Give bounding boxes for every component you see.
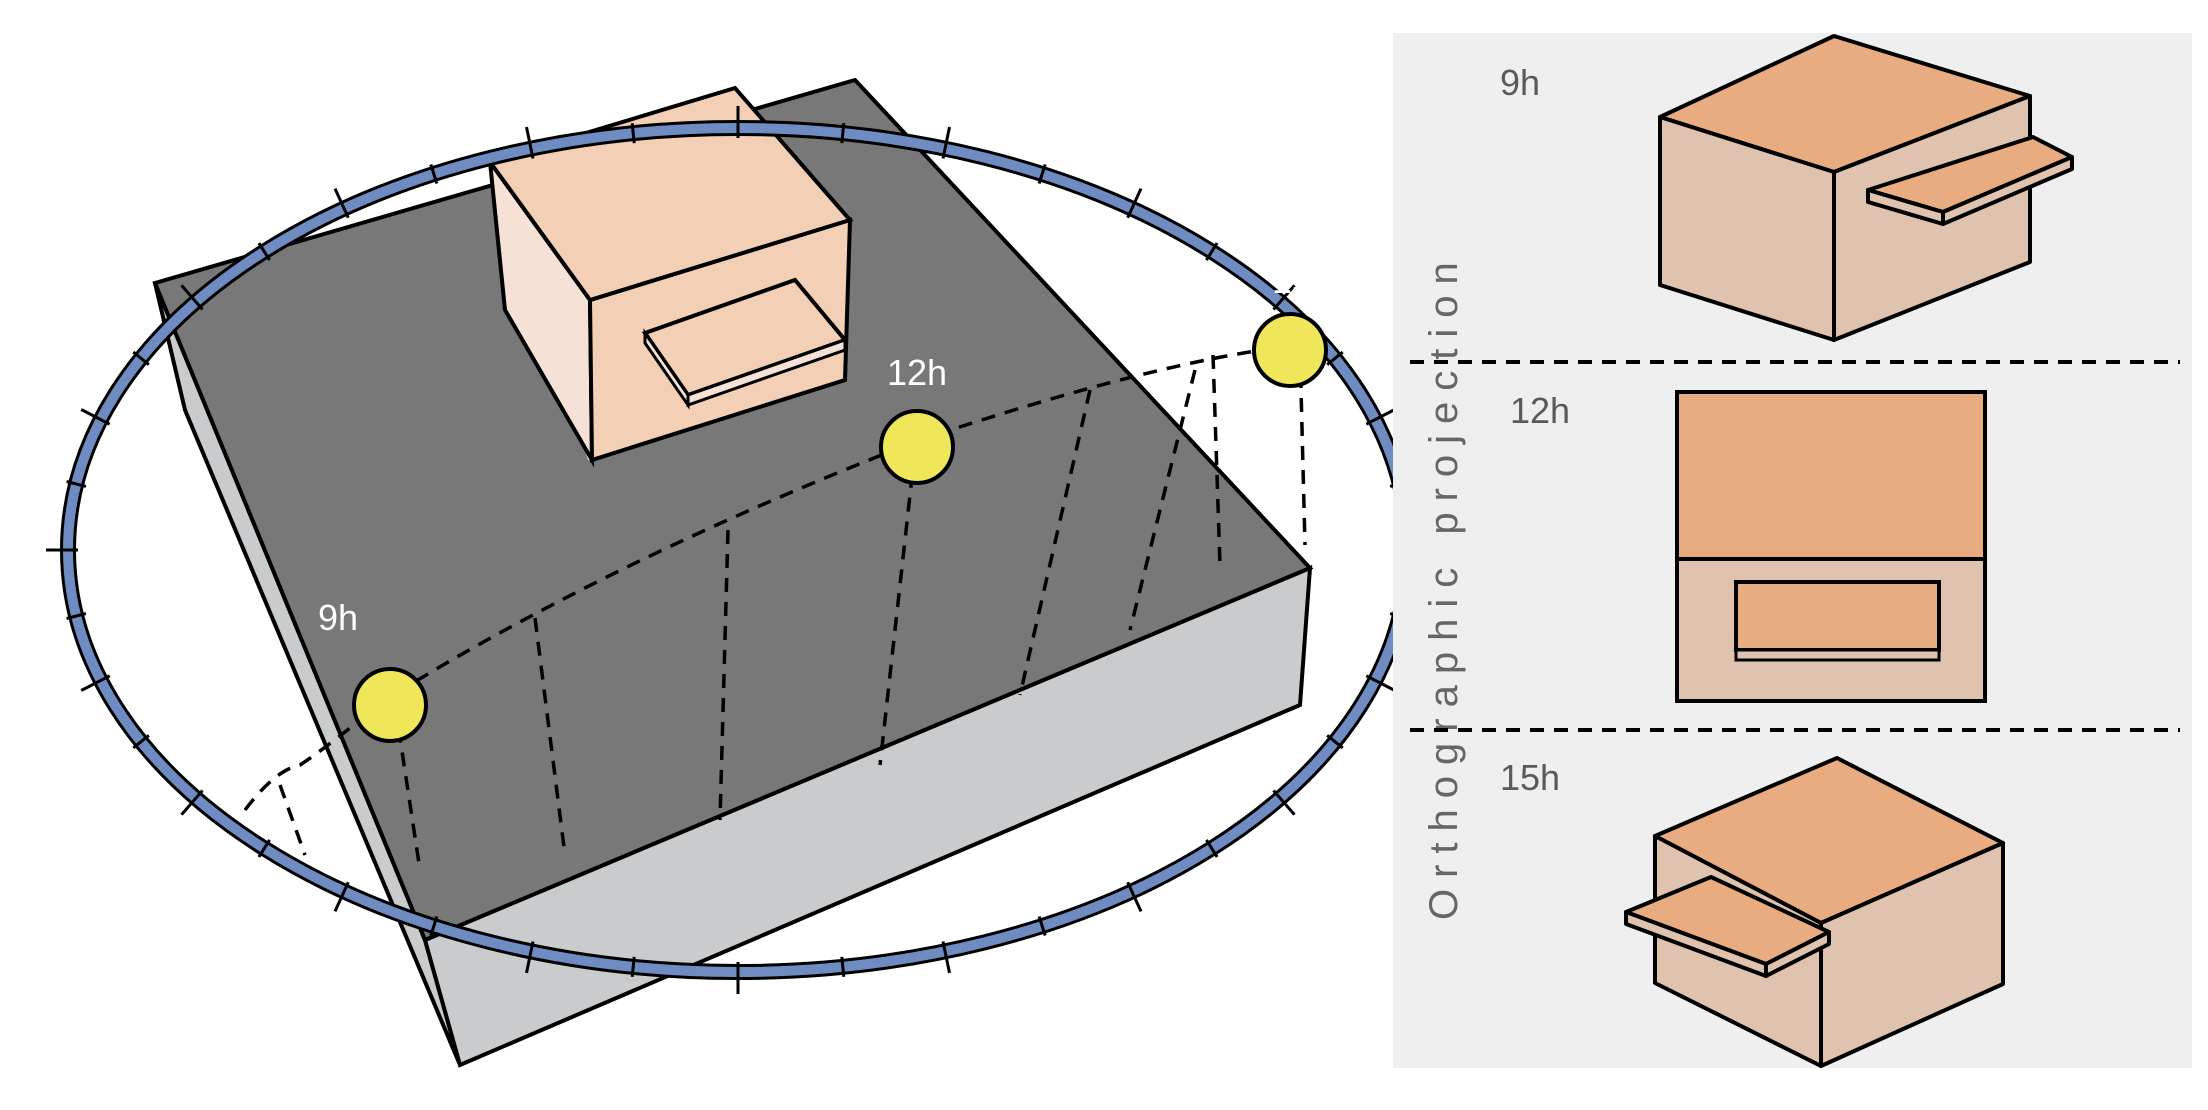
ring-tick	[1037, 164, 1047, 184]
ring-tick	[1326, 350, 1344, 366]
ring-tick	[132, 734, 150, 750]
view-12h-box	[1675, 390, 1987, 703]
ring-tick	[180, 284, 204, 311]
ring-tick	[1126, 187, 1143, 219]
ring-tick	[525, 941, 535, 974]
view-9h-box	[1658, 34, 2074, 342]
view-9h-overhang-side	[1941, 155, 2074, 226]
building-3d	[486, 85, 854, 468]
ring-tick	[429, 164, 439, 184]
sun-label-9h: 9h	[318, 597, 358, 638]
sun-12h	[879, 409, 955, 485]
sun-label-15h: 15h	[1272, 260, 1332, 301]
building-overhang-side	[643, 328, 690, 410]
orthographic-panel: Orthographic projection 9h 12h 15h	[1393, 33, 2192, 1068]
ring-tick	[1326, 734, 1344, 750]
panel-title: Orthographic projection	[1422, 251, 1466, 920]
scene-3d: 9h 12h 15h	[46, 77, 1430, 1068]
ring-tick	[1205, 839, 1219, 858]
view-12h-overhang	[1734, 580, 1941, 652]
ring-tick	[840, 956, 846, 977]
sun-15h	[1252, 312, 1328, 388]
view-15h-box	[1624, 756, 2005, 1068]
ring-tick	[1365, 674, 1396, 692]
ring-tick	[180, 789, 204, 816]
ring-tick	[941, 126, 951, 159]
ring-tick	[1272, 789, 1296, 816]
ring-tick	[525, 126, 535, 159]
ring-tick	[1365, 408, 1396, 426]
ring-tick	[66, 612, 87, 620]
ring-tick	[257, 242, 271, 261]
view-12h-overhang-edge	[1734, 648, 1941, 662]
ring-tick	[257, 839, 271, 858]
view-label-15h: 15h	[1500, 757, 1560, 798]
ring-tick	[333, 187, 350, 219]
ring-tick	[630, 956, 636, 977]
ring-tick	[1126, 881, 1143, 913]
ring-tick	[1272, 284, 1296, 311]
ring-tick	[1037, 916, 1047, 936]
ring-tick	[132, 350, 150, 366]
ring-tick	[80, 408, 111, 426]
view-15h-overhang-side	[1764, 930, 1831, 978]
view-label-12h: 12h	[1510, 390, 1570, 431]
ring-tick	[80, 674, 111, 692]
ring-tick	[1205, 242, 1219, 261]
view-label-9h: 9h	[1500, 62, 1540, 103]
ring-tick	[66, 480, 87, 488]
sun-label-12h: 12h	[887, 352, 947, 393]
sun-9h	[352, 667, 428, 743]
ring-tick	[630, 123, 636, 144]
ring-tick	[429, 916, 439, 936]
ring-tick	[333, 881, 350, 913]
ring-tick	[941, 941, 951, 974]
ring-tick	[840, 123, 846, 144]
